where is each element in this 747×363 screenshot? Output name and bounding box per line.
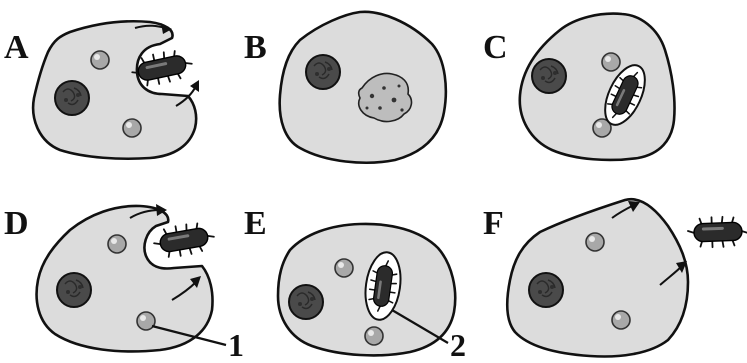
lysosome-e2 — [365, 327, 383, 345]
callout-number-2: 2 — [450, 327, 466, 363]
nucleus-c — [532, 59, 566, 93]
nucleus-d — [57, 273, 91, 307]
bacterium-f — [687, 216, 747, 248]
panel-label-b: B — [244, 29, 267, 66]
lysosome-e1 — [335, 259, 353, 277]
panel-label-e: E — [244, 205, 267, 242]
nucleus-e — [289, 285, 323, 319]
callout-number-1: 1 — [228, 327, 244, 363]
panel-label-c: C — [483, 29, 508, 66]
panel-a: A — [4, 21, 199, 158]
panel-b: B — [244, 12, 446, 163]
nucleus-a — [55, 81, 89, 115]
panel-e: 2 E — [244, 205, 466, 363]
panel-c: C — [483, 14, 675, 160]
nucleus-f — [529, 273, 563, 307]
lysosome-c1 — [602, 53, 620, 71]
lysosome-d1 — [108, 235, 126, 253]
lysosome-a2 — [123, 119, 141, 137]
lysosome-a1 — [91, 51, 109, 69]
bacterium-d — [152, 220, 216, 260]
nucleus-b — [306, 55, 340, 89]
lysosome-d2 — [137, 312, 155, 330]
lysosome-f1 — [586, 233, 604, 251]
lysosome-f2 — [612, 311, 630, 329]
panel-f: F — [483, 199, 747, 356]
panel-d: 1 D — [4, 204, 244, 363]
panel-label-a: A — [4, 29, 29, 66]
panel-label-f: F — [483, 205, 504, 242]
panel-label-d: D — [4, 205, 29, 242]
